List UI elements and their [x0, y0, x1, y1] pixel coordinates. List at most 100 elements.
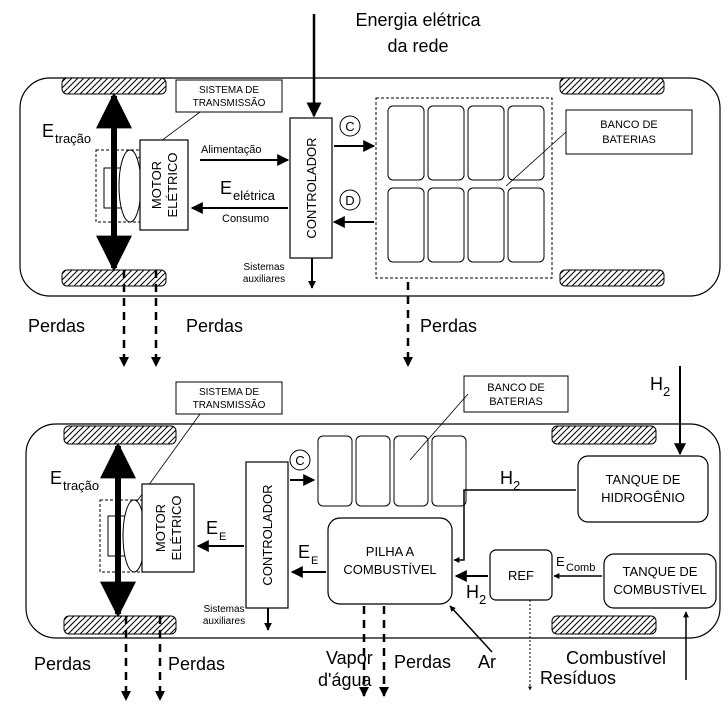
- bottom-air-label: Ar: [478, 652, 496, 672]
- top-motor-box: [139, 139, 189, 231]
- bottom-controller-label: CONTROLADOR: [260, 484, 275, 585]
- bottom-h2-flow-main: H: [500, 468, 513, 488]
- top-loss-label-3: Perdas: [420, 316, 477, 336]
- bottom-motor-box: [141, 483, 195, 573]
- bottom-battery-label-1: BANCO DE: [487, 382, 544, 394]
- bottom-ee2-main: E: [298, 542, 310, 562]
- bottom-battery-cell: [431, 435, 467, 507]
- top-feed-label: Alimentação: [201, 144, 262, 156]
- bottom-aux-label-1: Sistemas: [203, 604, 244, 615]
- bottom-h2-input-sub: 2: [663, 384, 670, 399]
- bottom-battery-leader: [409, 393, 469, 461]
- top-charge-symbol: [339, 115, 361, 137]
- bottom-residues-label: Resíduos: [540, 668, 616, 688]
- top-loss-label-2: Perdas: [186, 316, 243, 336]
- top-wheel-front-left: [61, 77, 167, 95]
- top-battery-cell: [387, 187, 425, 263]
- top-consumption-label: Consumo: [222, 213, 269, 225]
- grid-input-label-2: da rede: [387, 36, 448, 56]
- top-controller-label: CONTROLADOR: [304, 137, 319, 238]
- top-wheel-front-right: [61, 269, 167, 287]
- reformer-label: REF: [508, 568, 534, 583]
- reformer-box: [489, 549, 553, 601]
- bottom-ee2-sub: E: [311, 555, 318, 567]
- bottom-loss-label-2: Perdas: [168, 654, 225, 674]
- bottom-battery-label-2: BATERIAS: [489, 396, 543, 408]
- top-traction-main: E: [42, 121, 54, 141]
- top-battery-cell: [507, 187, 545, 263]
- bottom-ecomb-sub: Comb: [566, 562, 595, 574]
- top-battery-leader: [505, 131, 567, 187]
- fuel-cell-label-1: PILHA A: [366, 544, 415, 559]
- top-transmission-label-box: [175, 79, 283, 113]
- top-battery-cell: [427, 105, 465, 181]
- bottom-transmission-label-box: [175, 381, 283, 415]
- top-transmission-label-2: TRANSMISSÃO: [193, 96, 266, 109]
- hydrogen-tank-box: [577, 455, 709, 523]
- bottom-h2-flow-sub: 2: [513, 478, 520, 493]
- top-battery-cell: [427, 187, 465, 263]
- bottom-ecomb-main: E: [556, 554, 565, 569]
- bottom-battery-label-box: [463, 375, 569, 413]
- bottom-vapor-label-1: Vapor: [326, 648, 373, 668]
- bottom-h2-ref-sub: 2: [479, 592, 486, 607]
- fuel-cell-box: [327, 517, 453, 605]
- hydrogen-tank-label-1: TANQUE DE: [606, 472, 681, 487]
- top-vehicle-body: [19, 77, 721, 297]
- bottom-charge-text: C: [295, 453, 304, 468]
- top-battery-bank: [375, 97, 553, 279]
- bottom-charge-symbol: [289, 449, 311, 471]
- top-diagram: Energia elétrica da rede SISTEMA DE TRAN…: [19, 10, 721, 367]
- bottom-diagram: H 2 SISTEMA DE TRANSMISSÃO E tração MOTO…: [25, 366, 721, 701]
- top-wheel-rear-right: [559, 269, 665, 287]
- top-controller-box: [289, 117, 333, 259]
- top-wheel-rear-left: [559, 77, 665, 95]
- top-electric-main: E: [220, 178, 232, 198]
- bottom-motor-label-2: ELÉTRICO: [169, 495, 184, 560]
- fuel-tank-label-1: TANQUE DE: [623, 564, 698, 579]
- top-battery-cell: [467, 105, 505, 181]
- bottom-vehicle-body: [25, 423, 721, 639]
- top-traction-sub: tração: [55, 131, 91, 146]
- grid-input-label-1: Energia elétrica: [355, 10, 481, 30]
- bottom-air-arrow: [449, 605, 493, 653]
- top-discharge-text: D: [345, 193, 354, 208]
- fuel-cell-label-2: COMBUSTÍVEL: [343, 562, 436, 577]
- hydrogen-tank-label-2: HIDROGÊNIO: [601, 490, 685, 505]
- bottom-battery-cell: [393, 435, 429, 507]
- bottom-wheel-rear-right: [551, 615, 657, 635]
- top-transmission-label-1: SISTEMA DE: [199, 85, 259, 96]
- fuel-tank-label-2: COMBUSTÍVEL: [613, 582, 706, 597]
- top-electric-sub: elétrica: [233, 188, 276, 203]
- bottom-fuel-label: Combustível: [566, 648, 666, 668]
- top-aux-label-1: Sistemas: [243, 262, 284, 273]
- top-battery-cell: [387, 105, 425, 181]
- top-charge-text: C: [345, 119, 354, 134]
- bottom-vapor-label-2: d'água: [318, 670, 372, 690]
- bottom-wheel-front-left: [63, 425, 177, 445]
- bottom-motor-label-1: MOTOR: [153, 504, 168, 552]
- bottom-battery-cell: [355, 435, 391, 507]
- bottom-battery-cells: [317, 435, 467, 507]
- top-battery-cell: [507, 105, 545, 181]
- bottom-battery-cell: [317, 435, 353, 507]
- bottom-h2-ref-main: H: [466, 582, 479, 602]
- bottom-transmission-label-1: SISTEMA DE: [199, 387, 259, 398]
- bottom-controller-box: [245, 461, 289, 609]
- top-gear-disc: [118, 149, 142, 223]
- bottom-aux-label-2: auxiliares: [203, 616, 245, 627]
- top-discharge-symbol: [339, 189, 361, 211]
- bottom-ee1-main: E: [206, 518, 218, 538]
- top-battery-cells: [387, 105, 545, 263]
- top-aux-label-2: auxiliares: [243, 274, 285, 285]
- bottom-transmission-label-2: TRANSMISSÃO: [193, 398, 266, 411]
- bottom-wheel-rear-left: [551, 425, 657, 445]
- top-battery-label-1: BANCO DE: [600, 119, 657, 131]
- top-battery-label-2: BATERIAS: [602, 134, 656, 146]
- top-loss-label-1: Perdas: [28, 316, 85, 336]
- bottom-traction-main: E: [50, 468, 62, 488]
- top-motor-label-1: MOTOR: [149, 161, 164, 209]
- bottom-traction-sub: tração: [63, 478, 99, 493]
